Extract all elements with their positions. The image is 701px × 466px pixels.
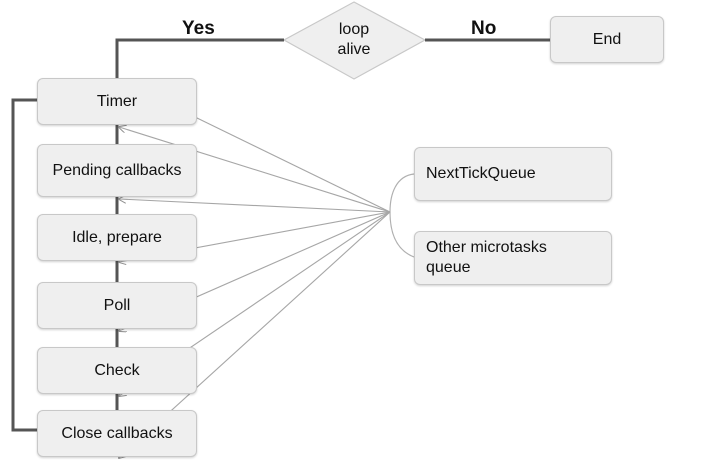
phase-check: Check [37,347,197,394]
end-node-label: End [592,30,622,48]
no-label: No [471,18,497,39]
phase-idle-prepare: Idle, prepare [37,214,197,261]
phase-idle-prepare-label: Idle, prepare [72,228,162,246]
loop-alive-label-line1: loop [338,21,370,38]
other-microtasks-queue-label: Other microtasks queue [426,238,547,278]
end-node: End [550,16,664,63]
queues-brace [389,173,415,258]
yes-connector [115,38,284,78]
next-tick-queue-label: NextTickQueue [426,165,536,182]
microtask-arrows [119,80,391,458]
other-microtasks-queue-label-line2: queue [426,259,471,276]
phase-pending-callbacks: Pending callbacks [37,144,197,197]
loop-alive-decision [282,1,427,80]
other-microtasks-queue-label-line1: Other microtasks [426,239,547,256]
loop-alive-label-line2: alive [337,41,371,58]
phase-pending-callbacks-label: Pending callbacks [52,161,182,179]
phase-poll-label: Poll [103,296,131,314]
arrow-to-pending-callbacks [119,127,391,213]
phase-close-callbacks: Close callbacks [37,410,197,457]
arrow-to-idle-prepare [119,199,391,213]
phase-check-label: Check [94,361,140,379]
phase-timer: Timer [37,78,197,125]
other-microtasks-queue-node: Other microtasks queue [414,231,612,285]
phase-timer-label: Timer [96,92,138,110]
phase-poll: Poll [37,282,197,329]
next-tick-queue-node: NextTickQueue [414,147,612,201]
phase-close-callbacks-label: Close callbacks [61,424,173,442]
loop-alive-label: loop alive [311,20,397,62]
yes-label: Yes [182,18,215,39]
loop-back-connector [11,98,37,432]
